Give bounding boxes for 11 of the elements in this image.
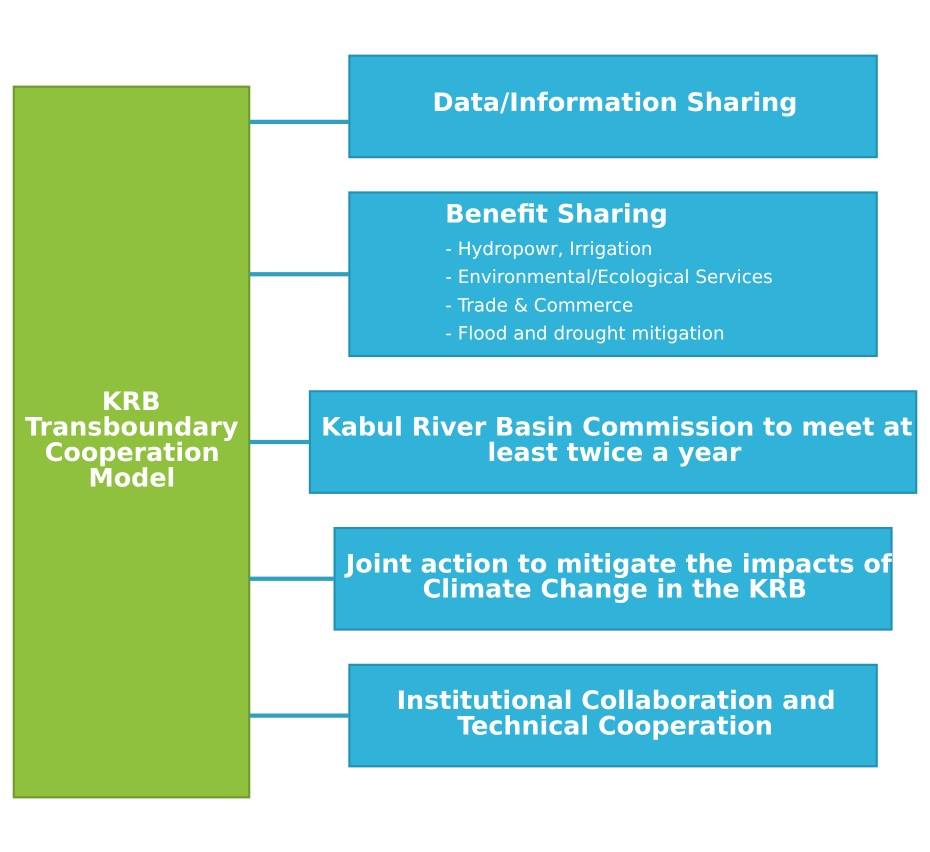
connector xyxy=(249,439,310,444)
node-box: Joint action to mitigate the impacts of Climate Change in the KRB xyxy=(334,526,893,630)
connector xyxy=(249,712,350,718)
connector xyxy=(249,576,334,580)
node-box: KRB Transboundary Cooperation Model xyxy=(12,85,250,798)
connector xyxy=(249,272,350,276)
node-box: Kabul River Basin Commission to meet at least twice a year xyxy=(308,390,918,494)
node-box: Benefit Sharing - Hydropowr, Irrigation - Environmental/Ecological Services - Trade & Commerce - Flood and drought mitigation xyxy=(348,190,878,357)
connector xyxy=(249,119,350,124)
node-box: Data/Information Sharing xyxy=(348,54,878,158)
node-box: Institutional Collaboration and Technical Cooperation xyxy=(348,663,878,767)
